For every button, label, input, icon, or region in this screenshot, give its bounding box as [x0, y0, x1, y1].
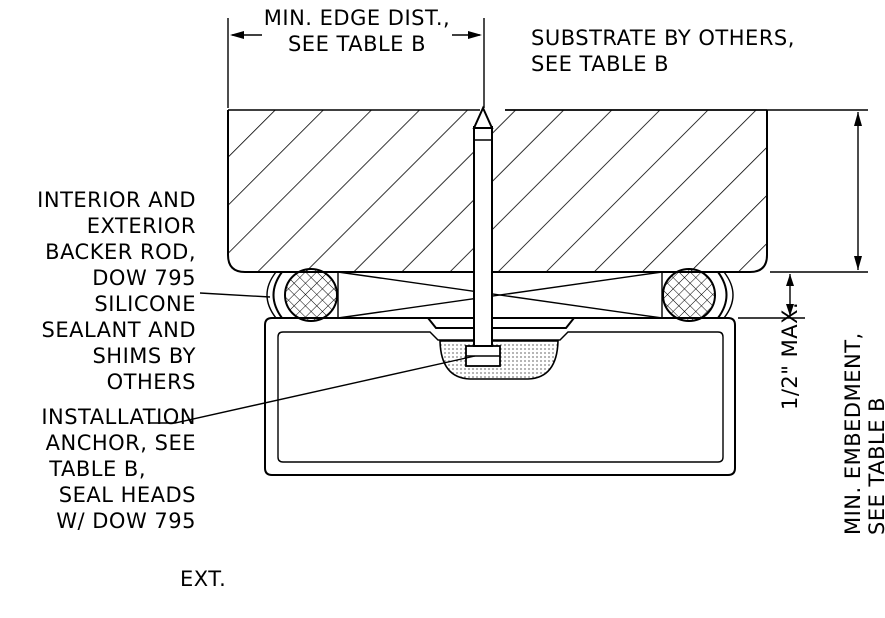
backer-rod-left [284, 268, 338, 322]
backer-rod-right [662, 268, 716, 322]
svg-text:DOW 795: DOW 795 [92, 266, 196, 290]
svg-text:ANCHOR, SEE: ANCHOR, SEE [46, 431, 196, 455]
substrate-label-1: SUBSTRATE BY OTHERS, [531, 26, 795, 50]
embedment-label-1: MIN. EMBEDMENT, [841, 332, 865, 535]
edge-dist-label-1: MIN. EDGE DIST., [264, 6, 450, 30]
embedment-label-2: SEE TABLE B [865, 397, 885, 535]
edge-distance-dimension [227, 18, 485, 108]
svg-text:INTERIOR AND: INTERIOR AND [37, 188, 196, 212]
sealant-bead-left [266, 271, 283, 319]
embedment-dimension [505, 109, 868, 273]
frame-member [264, 317, 736, 476]
substrate-label-2: SEE TABLE B [531, 52, 669, 76]
svg-text:SHIMS BY: SHIMS BY [92, 344, 196, 368]
svg-text:TABLE B,: TABLE B, [48, 457, 146, 481]
svg-text:OTHERS: OTHERS [107, 370, 196, 394]
anchor-label: INSTALLATION ANCHOR, SEE TABLE B, SEAL H… [41, 405, 196, 533]
edge-dist-label-2: SEE TABLE B [288, 32, 426, 56]
substrate-block [227, 109, 768, 273]
svg-text:BACKER ROD,: BACKER ROD, [45, 240, 196, 264]
anchor-shaft [472, 105, 494, 347]
svg-text:SEALANT AND: SEALANT AND [42, 318, 196, 342]
svg-text:SILICONE: SILICONE [94, 292, 196, 316]
backer-rod-label: INTERIOR AND EXTERIOR BACKER ROD, DOW 79… [37, 188, 196, 394]
half-inch-dimension [738, 274, 805, 319]
svg-text:SEAL HEADS: SEAL HEADS [59, 483, 196, 507]
svg-text:EXTERIOR: EXTERIOR [87, 214, 196, 238]
backer-leader [199, 292, 271, 298]
shim-zone [337, 271, 663, 319]
half-inch-max-label: 1/2" MAX. [778, 302, 802, 410]
anchor-leader [148, 355, 476, 424]
svg-text:W/ DOW 795: W/ DOW 795 [56, 509, 196, 533]
ext-label: EXT. [180, 567, 226, 591]
sealant-bead-right [717, 271, 734, 319]
svg-text:INSTALLATION: INSTALLATION [41, 405, 196, 429]
